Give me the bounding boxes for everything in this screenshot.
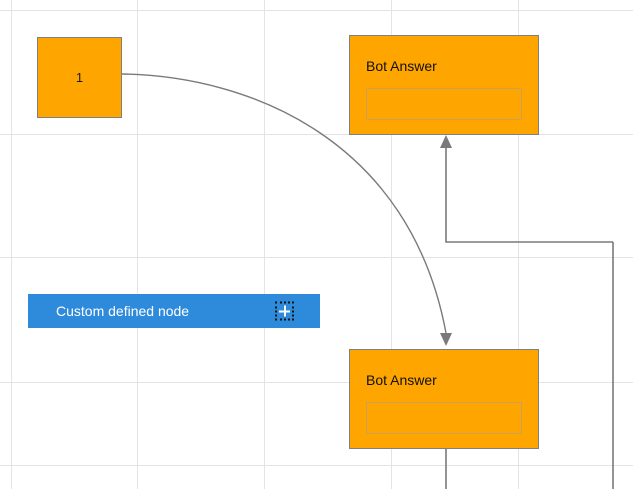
bot-answer-title-top: Bot Answer	[366, 58, 437, 74]
node-1-label: 1	[75, 70, 84, 85]
node-1[interactable]: 1	[37, 37, 122, 118]
plus-icon[interactable]	[275, 301, 294, 321]
bot-answer-slot-bottom[interactable]	[366, 402, 522, 434]
bot-answer-slot-top[interactable]	[366, 88, 522, 120]
plus-icon-vertical	[283, 305, 286, 317]
bot-answer-title-bottom: Bot Answer	[366, 372, 437, 388]
bot-answer-node-bottom[interactable]: Bot Answer	[349, 349, 539, 449]
custom-defined-node-bar[interactable]: Custom defined node	[28, 294, 320, 328]
custom-defined-node-label: Custom defined node	[56, 303, 190, 319]
bot-answer-node-top[interactable]: Bot Answer	[349, 35, 539, 135]
